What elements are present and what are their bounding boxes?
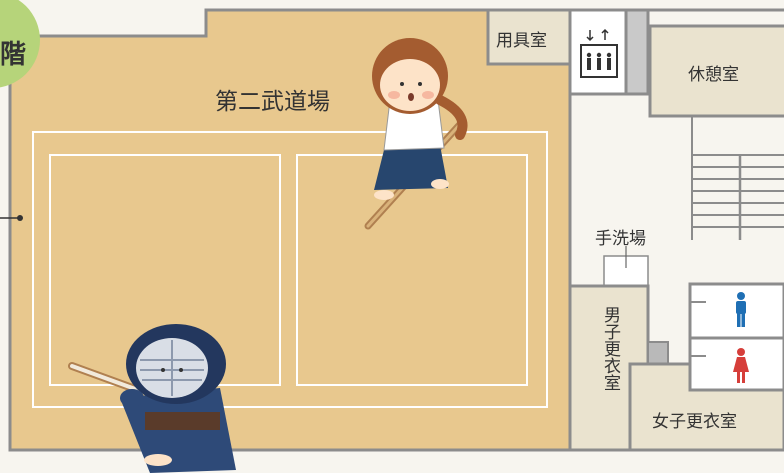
kendo-armor-illustration bbox=[68, 324, 236, 473]
mens-changing-label: 男子更衣室 bbox=[600, 306, 620, 391]
restroom-women-icon bbox=[733, 348, 749, 383]
equipment-room-label: 用具室 bbox=[496, 31, 547, 51]
restroom-men-icon bbox=[736, 292, 746, 327]
court-outer-line bbox=[32, 131, 548, 408]
floor-indicator: 階 bbox=[0, 40, 27, 70]
kendo-girl-illustration bbox=[364, 38, 468, 230]
lounge-room bbox=[648, 24, 784, 118]
dojo-label: 第二武道場 bbox=[215, 89, 330, 115]
elevator-icon bbox=[580, 28, 618, 78]
lounge-label: 休憩室 bbox=[688, 65, 739, 85]
stairs bbox=[691, 116, 784, 240]
entrance-marker bbox=[17, 215, 23, 221]
handwash-label: 手洗場 bbox=[595, 229, 646, 249]
floor-badge bbox=[0, 0, 40, 88]
womens-changing-label: 女子更衣室 bbox=[652, 412, 737, 432]
equipment-room bbox=[486, 8, 572, 66]
